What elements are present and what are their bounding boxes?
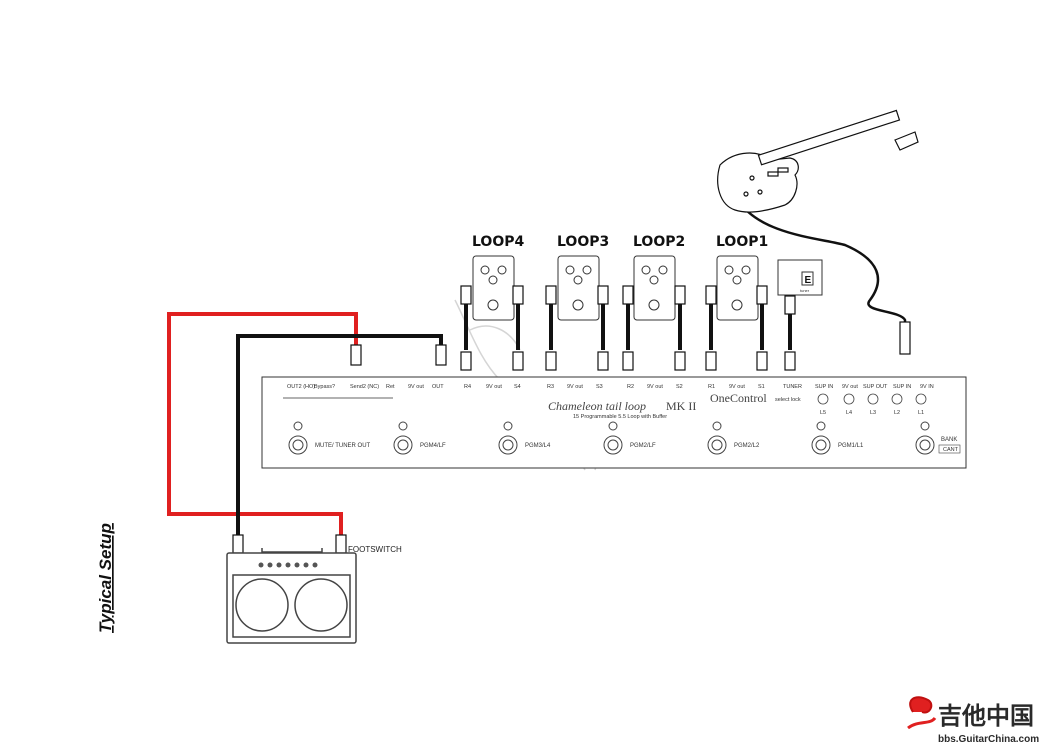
jack-pw1-label: 9V out	[408, 384, 424, 390]
select-lock-label: select lock	[775, 397, 801, 403]
guitar-cable	[736, 199, 907, 330]
jack-labels: OUT2 (HO) Bypass? Send2 (NC) Ret 9V out …	[287, 384, 934, 390]
footswitch-bank-label: BANK	[941, 437, 957, 443]
tuner-label: tuner	[800, 288, 810, 293]
led-label-l2: L2	[894, 410, 900, 416]
jack-bypass-label: Bypass?	[314, 384, 335, 390]
product-mark: MK II	[666, 399, 696, 413]
footswitch-row	[288, 421, 935, 455]
led-label-l3: L3	[870, 410, 876, 416]
pedal-loop1	[716, 255, 759, 321]
jack-r2-label: R2	[627, 384, 634, 390]
pedal-loop4	[472, 255, 515, 321]
jack-r3-label: R3	[547, 384, 554, 390]
pedal-loop3	[557, 255, 600, 321]
product-tagline: 15 Programmable 5.5 Loop with Buffer	[573, 414, 667, 420]
footswitch-pgm2-label: PGM2/LF	[630, 443, 656, 449]
led-labels: L5 L4 L3 L2 L1	[820, 410, 924, 416]
jack-s3a-label: S3	[596, 384, 603, 390]
jack-s2-label: S2	[676, 384, 683, 390]
jack-tuner-label: TUNER	[783, 384, 802, 390]
led-row	[817, 393, 927, 405]
watermark-url: bbs.GuitarChina.com	[938, 734, 1039, 745]
led-label-l4: L4	[846, 410, 852, 416]
jack-out-label: OUT	[432, 384, 444, 390]
jack-pw2-label: 9V out	[486, 384, 502, 390]
jack-s1-label: S1	[758, 384, 765, 390]
jack-pw4-label: 9V out	[647, 384, 663, 390]
guitarchina-logo: 吉他中国 bbs.GuitarChina.com	[907, 696, 1039, 745]
footswitch-pgm3-label: PGM3/L4	[525, 443, 551, 449]
loop2-title: LOOP2	[633, 234, 685, 250]
bank-sub-box	[938, 444, 961, 454]
amplifier-icon	[226, 548, 357, 644]
pedal-loop2	[633, 255, 676, 321]
black-cable	[236, 334, 443, 540]
loop3-title: LOOP3	[557, 234, 609, 250]
bank-sub-label: CANT	[943, 447, 959, 453]
guitar-icon	[717, 109, 919, 213]
typical-setup-title: Typical Setup	[96, 523, 115, 633]
loop4-title: LOOP4	[472, 234, 524, 250]
brand-name: OneControl	[710, 391, 767, 405]
footswitch-labels: MUTE/ TUNER OUT PGM4/LF PGM3/L4 PGM2/LF …	[315, 437, 961, 454]
jack-supin-label: SUP IN	[815, 384, 833, 390]
led-label-l1: L1	[918, 410, 924, 416]
footswitch-pgm4-label: PGM4/LF	[420, 443, 446, 449]
plugs	[232, 285, 911, 554]
jack-pw6-label: 9V out	[842, 384, 858, 390]
jack-pw3-label: 9V out	[567, 384, 583, 390]
jack-supin2-label: SUP IN	[893, 384, 911, 390]
watermark-chinese: 吉他中国	[938, 702, 1034, 730]
footswitch-mute-label: MUTE/ TUNER OUT	[315, 443, 371, 449]
red-cable	[167, 312, 358, 540]
footswitch-pgm1-label: PGM2/L2	[734, 443, 760, 449]
jack-r1-label: R1	[708, 384, 715, 390]
loop1-title: LOOP1	[716, 234, 768, 250]
jack-out2-label: OUT2 (HO)	[287, 384, 315, 390]
jack-r4-label: R4	[464, 384, 471, 390]
jack-supout-label: SUP OUT	[863, 384, 888, 390]
amp-footswitch-label: FOOTSWITCH	[348, 545, 402, 554]
jack-dcin-label: 9V IN	[920, 384, 934, 390]
jack-pw5-label: 9V out	[729, 384, 745, 390]
tuner-display: E	[805, 275, 812, 286]
loop-cables	[464, 300, 792, 350]
jack-send-label: Send2 (NC)	[350, 384, 379, 390]
amp-knobs	[258, 562, 318, 568]
jack-s4-label: S4	[514, 384, 521, 390]
footswitch-pgm0-label: PGM1/L1	[838, 443, 864, 449]
jack-ret-label: Ret	[386, 384, 395, 390]
tuner-pedal: E tuner	[777, 259, 823, 296]
product-name: Chameleon tail loop	[548, 399, 646, 413]
led-label-l5: L5	[820, 410, 826, 416]
